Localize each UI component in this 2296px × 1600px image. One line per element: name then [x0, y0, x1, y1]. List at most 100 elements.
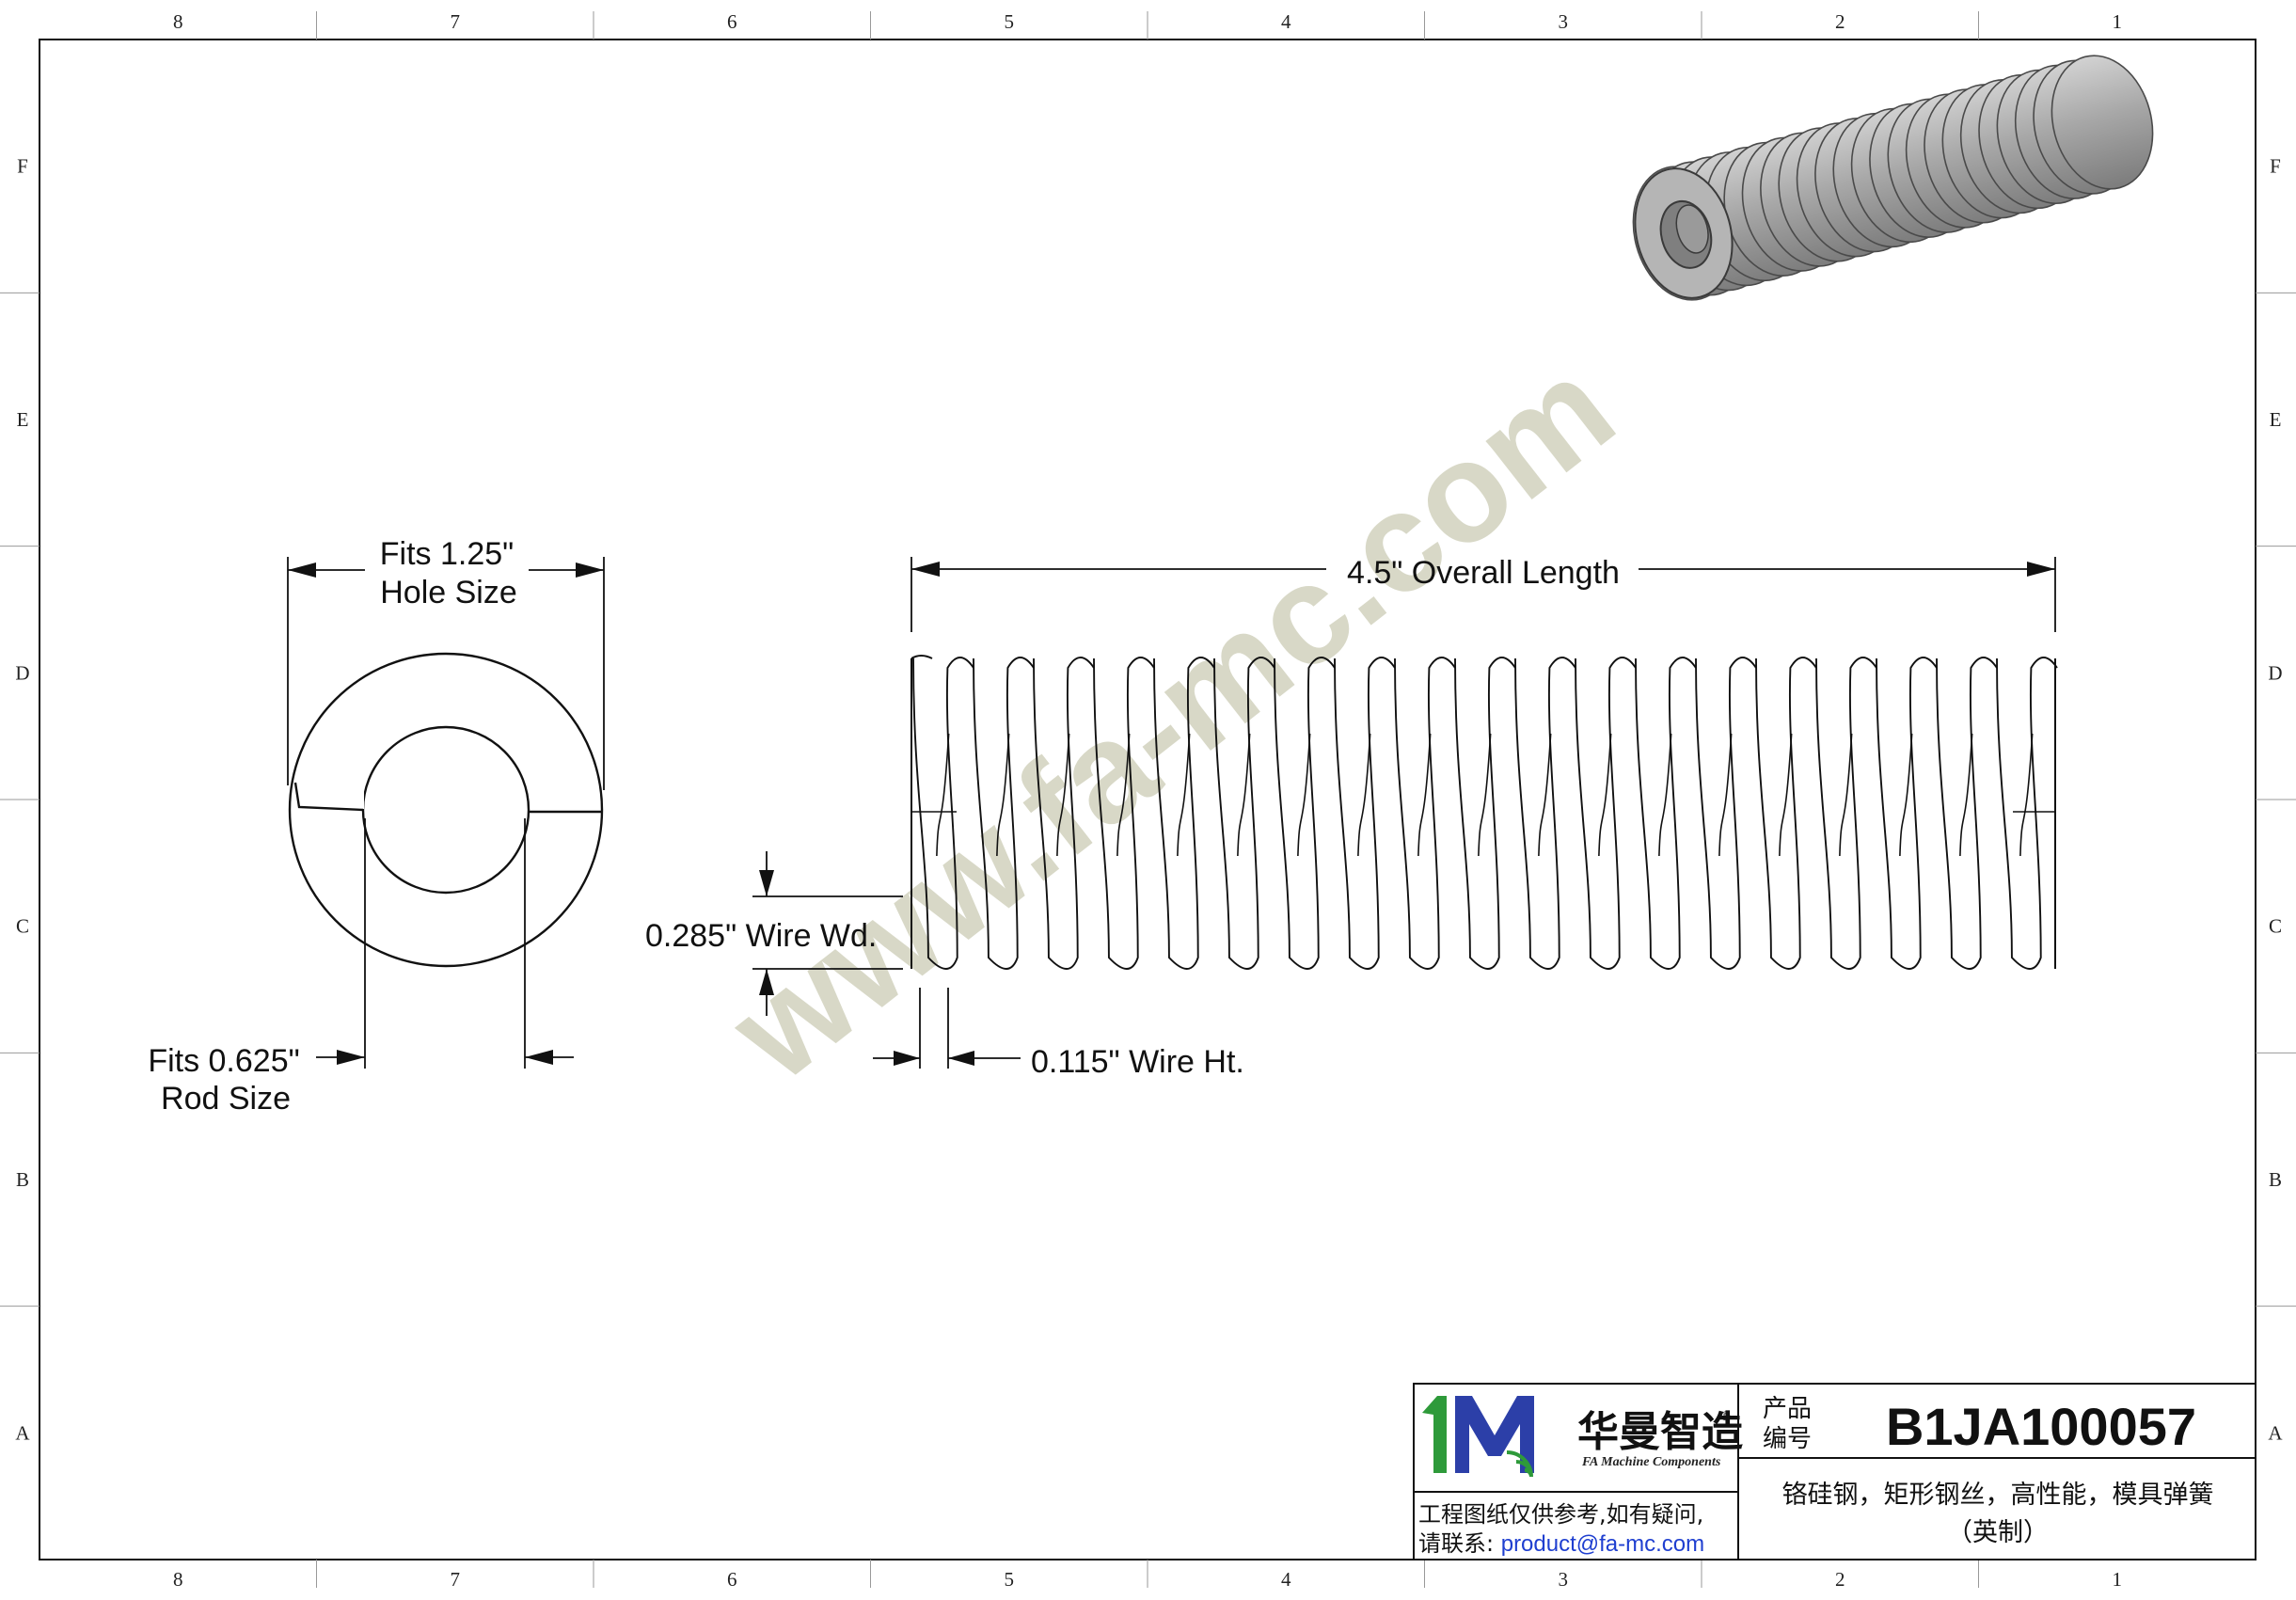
- coil-turn: [1153, 657, 1215, 970]
- coil-inner-edge: [1116, 733, 1131, 857]
- company-logo: 华曼智造 ® FA Machine Components: [1422, 1396, 1743, 1478]
- coil-inner-edge: [1899, 733, 1913, 857]
- side-view: 4.5" Overall Length 0.285" Wire Wd. 0.11…: [645, 555, 2058, 1080]
- notice-line1: 工程图纸仅供参考,如有疑问,: [1418, 1501, 1703, 1528]
- zone-column-label: 3: [1559, 10, 1569, 33]
- notice-contact-prefix: 请联系:: [1418, 1530, 1501, 1557]
- zone-row-label: E: [17, 408, 29, 431]
- zone-column-label: 2: [1835, 1568, 1845, 1591]
- zone-row-label: A: [2268, 1421, 2283, 1444]
- overall-length-label: 4.5" Overall Length: [1347, 555, 1620, 591]
- coil-inner-edge: [1839, 733, 1853, 857]
- zone-row-label: F: [17, 155, 28, 178]
- zone-row-label: A: [15, 1421, 30, 1444]
- coil-turn: [1033, 657, 1095, 970]
- rod-size-label-line2: Rod Size: [161, 1081, 291, 1117]
- hole-size-label-line2: Hole Size: [380, 575, 517, 610]
- zone-column-label: 5: [1005, 1568, 1015, 1591]
- coil-inner-edge: [996, 733, 1010, 857]
- coil-end-cap: [910, 655, 933, 659]
- coil-turn: [1936, 657, 1998, 970]
- end-view-outer-circle: [288, 652, 604, 968]
- coil-turn: [1575, 657, 1637, 970]
- product-no-label-line2: 编号: [1763, 1425, 1812, 1453]
- end-view: Fits 1.25" Hole Size Fits 0.625" Rod Siz…: [148, 536, 605, 1117]
- coil-inner-edge: [1237, 733, 1251, 857]
- contact-email-link[interactable]: product@fa-mc.com: [1501, 1531, 1704, 1557]
- logo-1-mark: [1422, 1396, 1447, 1473]
- coil-inner-edge: [1779, 733, 1793, 857]
- wire-width-label: 0.285" Wire Wd.: [645, 918, 877, 954]
- zone-column-label: 7: [451, 1568, 461, 1591]
- logo-registered: ®: [1719, 1410, 1732, 1424]
- zone-row-label: D: [15, 661, 29, 684]
- zone-column-label: 1: [2113, 1568, 2123, 1591]
- zone-column-label: 3: [1559, 1568, 1569, 1591]
- zone-row-label: B: [2269, 1168, 2282, 1191]
- zone-column-label: 1: [2113, 10, 2123, 33]
- render-bore-inner: [1675, 204, 1709, 254]
- logo-m-mark: [1455, 1396, 1534, 1473]
- product-description-line2: （英制）: [1947, 1518, 2049, 1547]
- watermark: www.fa-mc.com: [701, 327, 1641, 1111]
- coil-inner-edge: [1056, 733, 1070, 857]
- coil-turn: [1815, 657, 1877, 970]
- zone-column-label: 2: [1835, 10, 1845, 33]
- product-number: B1JA100057: [1886, 1397, 2196, 1456]
- title-block: 华曼智造 ® FA Machine Components 工程图纸仅供参考,如有…: [1413, 1383, 2256, 1560]
- coil-turn: [1274, 657, 1336, 970]
- zone-column-label: 4: [1281, 1568, 1291, 1591]
- render-coil-ring: [2051, 55, 2154, 190]
- zone-column-label: 8: [173, 1568, 183, 1591]
- signal-icon: [1506, 1450, 1533, 1478]
- end-view-split-left: [293, 782, 364, 812]
- zone-row-label: F: [2270, 155, 2281, 178]
- product-description-line1: 铬硅钢，矩形钢丝，高性能，模具弹簧: [1782, 1481, 2214, 1510]
- notice-line2: 请联系: product@fa-mc.com: [1418, 1530, 1704, 1557]
- coil-turn: [1093, 657, 1155, 970]
- coil-turn: [912, 657, 974, 970]
- wire-height-label: 0.115" Wire Ht.: [1031, 1044, 1244, 1080]
- coil-turn: [1695, 657, 1757, 970]
- zone-column-label: 7: [451, 10, 461, 33]
- coil-turn: [1755, 657, 1817, 970]
- zone-ticks: [0, 11, 2296, 1588]
- coil-inner-edge: [1718, 733, 1733, 857]
- coil-inner-edge: [1598, 733, 1612, 857]
- hole-size-label-line1: Fits 1.25": [380, 536, 514, 572]
- coil-inner-edge: [1538, 733, 1552, 857]
- coil-inner-edge: [1357, 733, 1371, 857]
- zone-column-label: 6: [727, 1568, 737, 1591]
- coil-inner-edge: [1959, 733, 1973, 857]
- zone-row-label: D: [2268, 661, 2282, 684]
- coil-turn: [973, 657, 1035, 970]
- zone-column-label: 5: [1005, 10, 1015, 33]
- coil-turn: [1454, 657, 1516, 970]
- coil-inner-edge: [1177, 733, 1191, 857]
- coil-turn: [1996, 657, 2058, 970]
- coil-inner-edge: [1417, 733, 1432, 857]
- product-no-label-line1: 产品: [1763, 1395, 1812, 1423]
- spring-3d-render: [1632, 55, 2154, 301]
- coil-turn: [1394, 657, 1456, 970]
- zone-row-label: C: [16, 915, 29, 938]
- coil-turn: [1635, 657, 1697, 970]
- zone-column-label: 8: [173, 10, 183, 33]
- spring-coils: [910, 655, 2058, 970]
- coil-turn: [1514, 657, 1576, 970]
- coil-inner-edge: [1478, 733, 1492, 857]
- coil-turn: [1876, 657, 1938, 970]
- zone-row-label: B: [16, 1168, 29, 1191]
- logo-cn-name: 华曼智造: [1577, 1408, 1743, 1456]
- coil-inner-edge: [1658, 733, 1672, 857]
- coil-inner-edge: [936, 733, 950, 857]
- coil-inner-edge: [1297, 733, 1311, 857]
- coil-inner-edge: [2019, 733, 2034, 857]
- rod-size-label-line1: Fits 0.625": [148, 1043, 299, 1079]
- zone-column-label: 4: [1281, 10, 1291, 33]
- zone-column-label: 6: [727, 10, 737, 33]
- coil-turn: [1213, 657, 1275, 970]
- logo-en-name: FA Machine Components: [1581, 1455, 1721, 1469]
